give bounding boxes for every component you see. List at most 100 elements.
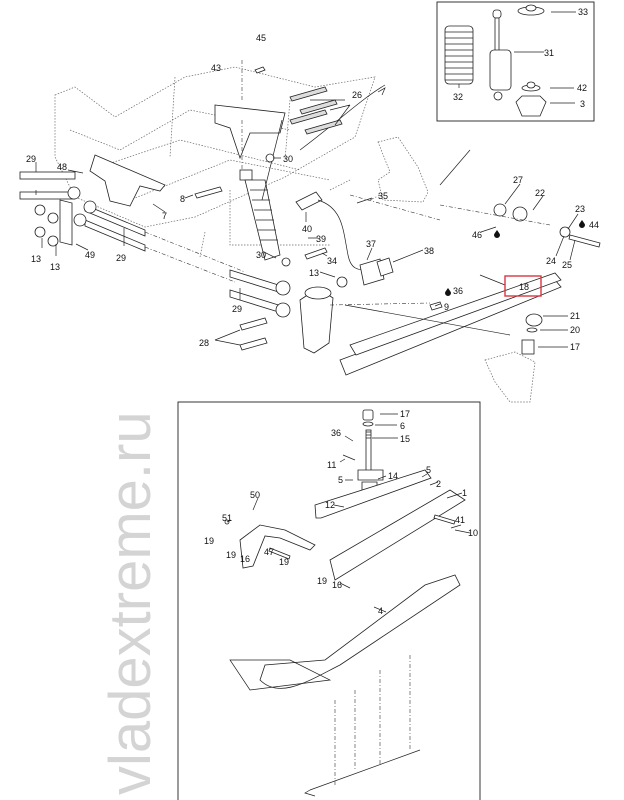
handle-part-50 [239, 524, 316, 569]
callout-48[interactable]: 48 [57, 162, 67, 172]
callout-29[interactable]: 29 [232, 304, 242, 314]
callout-9[interactable]: 9 [444, 302, 449, 312]
callout-12[interactable]: 12 [325, 500, 335, 510]
callout-38[interactable]: 38 [424, 246, 434, 256]
callout-19[interactable]: 19 [204, 536, 214, 546]
pin-part-11 [342, 454, 356, 461]
bolt-part-25 [568, 234, 601, 248]
callout-19[interactable]: 19 [279, 557, 289, 567]
callout-29[interactable]: 29 [26, 154, 36, 164]
callout-3[interactable]: 3 [580, 99, 585, 109]
callout-24[interactable]: 24 [546, 256, 556, 266]
callout-14[interactable]: 14 [388, 471, 398, 481]
nut-part-30-top [265, 153, 275, 163]
callout-16[interactable]: 16 [332, 580, 342, 590]
callout-47[interactable]: 47 [264, 547, 274, 557]
bolt-part-8 [194, 186, 223, 199]
callout-49[interactable]: 49 [85, 250, 95, 260]
ski-part-1 [259, 574, 461, 689]
callout-44[interactable]: 44 [589, 220, 599, 230]
callout-32[interactable]: 32 [453, 92, 463, 102]
callout-19[interactable]: 19 [226, 550, 236, 560]
callout-6[interactable]: 6 [400, 421, 405, 431]
frame-outline [54, 60, 386, 258]
callout-51[interactable]: 51 [222, 513, 232, 523]
callout-17[interactable]: 17 [570, 342, 580, 352]
callout-13[interactable]: 13 [50, 262, 60, 272]
grease-drop-icon [445, 220, 585, 296]
callout-46[interactable]: 46 [472, 230, 482, 240]
callout-27[interactable]: 27 [513, 175, 523, 185]
callout-1[interactable]: 1 [462, 488, 467, 498]
bushing-part-22 [512, 206, 528, 222]
highlight-box-18[interactable] [504, 275, 542, 297]
callout-10[interactable]: 10 [468, 528, 478, 538]
callout-34[interactable]: 34 [327, 256, 337, 266]
callout-5[interactable]: 5 [338, 475, 343, 485]
callout-30[interactable]: 30 [256, 250, 266, 260]
callout-7[interactable]: 7 [162, 211, 167, 221]
shock-absorber-part-31 [489, 9, 512, 101]
callout-43[interactable]: 43 [211, 63, 221, 73]
shock-inset [436, 1, 595, 122]
plate-part-7 [89, 154, 166, 207]
nuts-part-13 [34, 204, 348, 288]
nut-part-30 [281, 257, 291, 267]
callout-20[interactable]: 20 [570, 325, 580, 335]
callout-39[interactable]: 39 [316, 234, 326, 244]
callout-5[interactable]: 5 [426, 465, 431, 475]
callout-13[interactable]: 13 [309, 268, 319, 278]
callout-42[interactable]: 42 [577, 83, 587, 93]
callout-25[interactable]: 25 [562, 260, 572, 270]
callout-8[interactable]: 8 [180, 194, 185, 204]
callout-36[interactable]: 36 [453, 286, 463, 296]
callout-35[interactable]: 35 [378, 191, 388, 201]
callout-18[interactable]: 18 [519, 282, 529, 292]
spacer-part-23 [559, 226, 571, 238]
callout-13[interactable]: 13 [31, 254, 41, 264]
grease-fitting-part-9 [429, 301, 443, 311]
steering-bracket [377, 136, 429, 203]
callout-37[interactable]: 37 [366, 239, 376, 249]
callout-16[interactable]: 16 [240, 554, 250, 564]
callout-21[interactable]: 21 [570, 311, 580, 321]
ski-inset [177, 401, 481, 800]
bushing-part-17 [362, 409, 374, 421]
callout-29[interactable]: 29 [116, 253, 126, 263]
leader-lines [35, 99, 579, 348]
callout-2[interactable]: 2 [436, 479, 441, 489]
retainer-part-3 [515, 95, 547, 117]
callout-41[interactable]: 41 [455, 515, 465, 525]
callout-23[interactable]: 23 [575, 204, 585, 214]
callout-4[interactable]: 4 [378, 606, 383, 616]
callout-19[interactable]: 19 [317, 576, 327, 586]
callout-36[interactable]: 36 [331, 428, 341, 438]
callout-17[interactable]: 17 [400, 409, 410, 419]
callout-11[interactable]: 11 [327, 460, 336, 470]
washer-part-6 [362, 421, 374, 427]
plate-part-2 [314, 469, 432, 519]
spring-part-32 [444, 25, 474, 85]
callout-31[interactable]: 31 [544, 48, 554, 58]
bolt-part-47 [268, 547, 291, 560]
link-part-38 [376, 257, 394, 277]
bracket-part-40 [295, 191, 323, 211]
callout-50[interactable]: 50 [250, 490, 260, 500]
trailing-arm-part-18 [299, 272, 562, 376]
callout-22[interactable]: 22 [535, 188, 545, 198]
callout-15[interactable]: 15 [400, 434, 410, 444]
callout-26[interactable]: 26 [352, 90, 362, 100]
washer-part-27 [493, 203, 507, 217]
callout-labels: 33 31 32 42 3 45 43 26 30 29 48 8 7 13 1… [26, 7, 599, 616]
bracket-part-43 [214, 104, 286, 160]
bolt-part-10 [433, 514, 456, 525]
callout-33[interactable]: 33 [578, 7, 588, 17]
sway-bar-part-39 [317, 199, 371, 271]
spindle-part-15 [365, 429, 372, 476]
callout-45[interactable]: 45 [256, 33, 266, 43]
spindle-parts [484, 313, 543, 403]
callout-30[interactable]: 30 [283, 154, 293, 164]
callout-40[interactable]: 40 [302, 224, 312, 234]
callout-28[interactable]: 28 [199, 338, 209, 348]
